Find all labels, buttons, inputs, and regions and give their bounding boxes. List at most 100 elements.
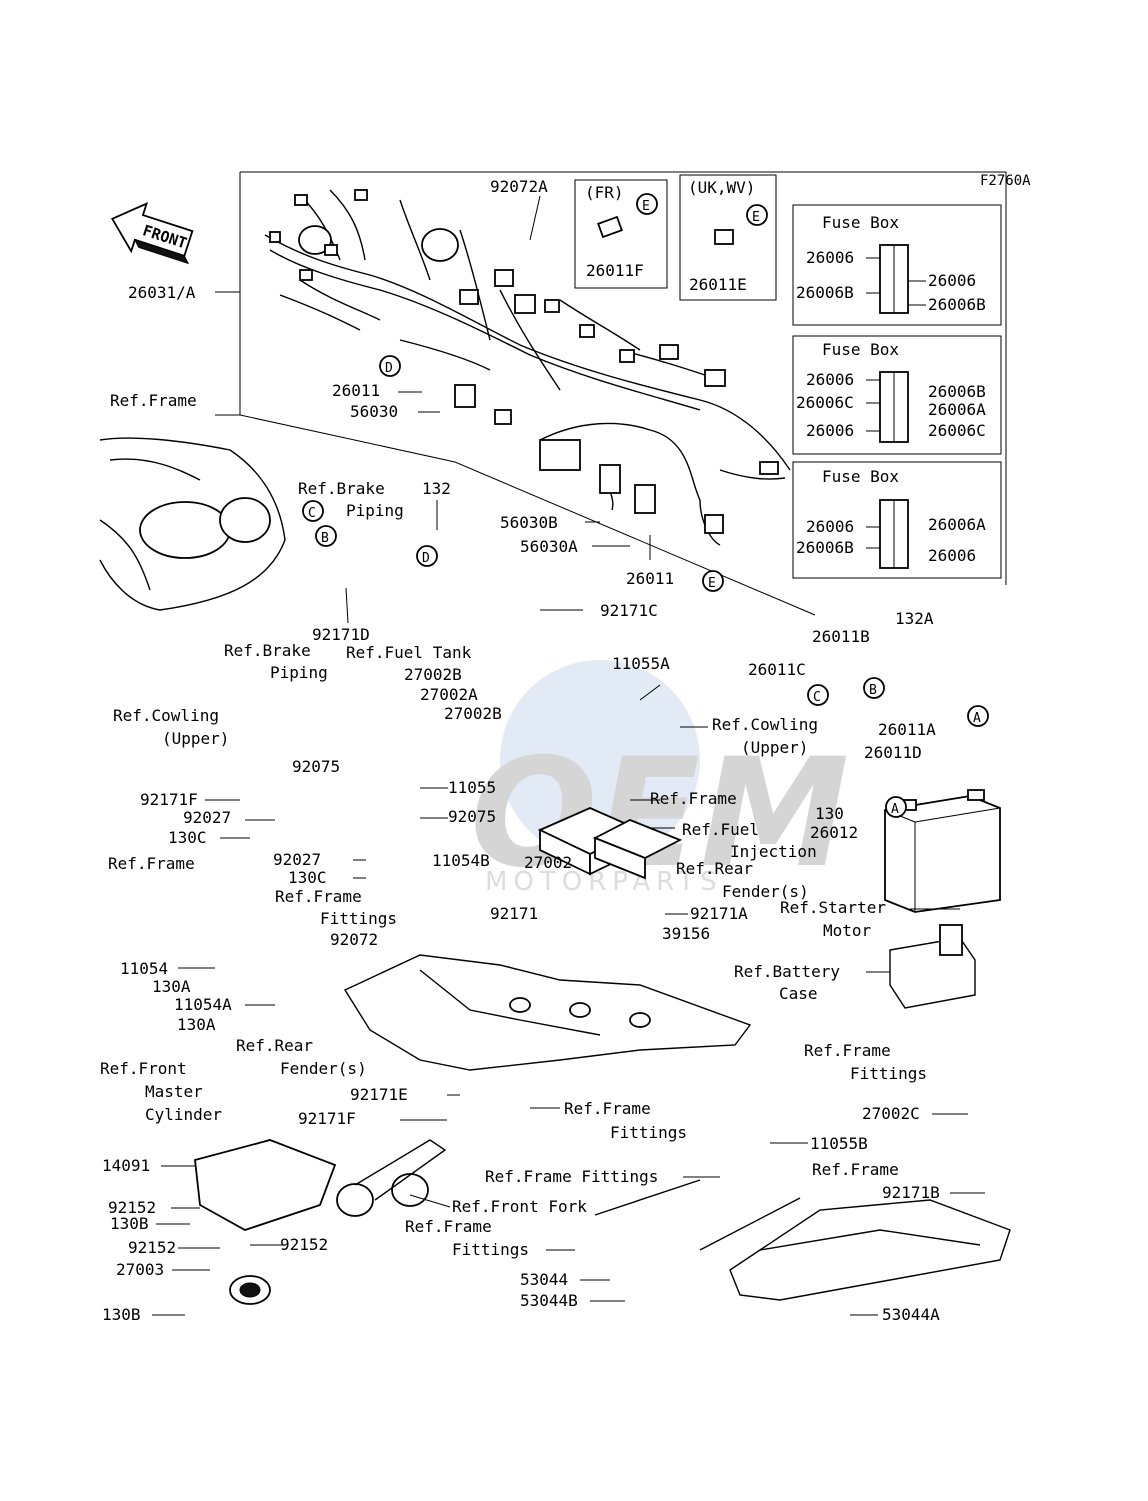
variant-uk-part: 26011E bbox=[689, 275, 747, 294]
subframe-lower-right bbox=[594, 1179, 1011, 1301]
label-11054B: 11054B bbox=[432, 851, 490, 870]
label-11055A: 11055A bbox=[612, 654, 670, 673]
ref-frame-upper-left bbox=[99, 437, 286, 611]
label-39156: 39156 bbox=[662, 924, 710, 943]
label-26011A: 26011A bbox=[878, 720, 936, 739]
label-27002C: 27002C bbox=[862, 1104, 920, 1123]
variant-uk-tag bbox=[746, 204, 768, 226]
fuse-box-1: Fuse Box 26006 26006B 26006 26006B bbox=[792, 204, 1002, 326]
fuse-box-3: Fuse Box 26006 26006B 26006A 26006 bbox=[792, 461, 1002, 579]
svg-text:E: E bbox=[708, 576, 716, 591]
label-ref-frame-3: Ref.Frame bbox=[108, 854, 195, 873]
label-ref-frame-4: Ref.Frame bbox=[812, 1160, 899, 1179]
fuse-box-2-right-2: 26006C bbox=[928, 421, 986, 440]
label-ref-rear-2a: Ref.Rear bbox=[236, 1036, 313, 1055]
svg-text:C: C bbox=[813, 690, 821, 705]
fuse-box-2-left-2: 26006 bbox=[806, 421, 854, 440]
label-92152-c: 92152 bbox=[280, 1235, 328, 1254]
label-ref-brake-2a: Ref.Brake bbox=[224, 641, 311, 660]
part-labels: 92072A 26031/A 26011 56030 56030B 56030A… bbox=[100, 177, 940, 1324]
fuse-box-1-left-0: 26006 bbox=[806, 248, 854, 267]
label-ref-brake-2b: Piping bbox=[270, 663, 328, 682]
label-ref-frame-fit-2b: Fittings bbox=[850, 1064, 927, 1083]
main-wiring-harness bbox=[264, 189, 791, 546]
svg-text:A: A bbox=[973, 711, 981, 726]
label-26011-top: 26011 bbox=[332, 381, 380, 400]
label-132A: 132A bbox=[895, 609, 934, 628]
fuse-box-1-title: Fuse Box bbox=[822, 213, 899, 232]
label-11055B: 11055B bbox=[810, 1134, 868, 1153]
label-92171B: 92171B bbox=[882, 1183, 940, 1202]
variant-fr-title: (FR) bbox=[585, 183, 624, 202]
reference-circles: C B D D E C B A A bbox=[302, 355, 989, 818]
label-92152-b: 92152 bbox=[128, 1238, 176, 1257]
label-92027-a: 92027 bbox=[183, 808, 231, 827]
label-130A-1: 130A bbox=[152, 977, 191, 996]
label-ref-rear-1b: Fender(s) bbox=[722, 882, 809, 901]
fuse-box-2-title: Fuse Box bbox=[822, 340, 899, 359]
cover-14091 bbox=[194, 1139, 337, 1231]
harness-bracket bbox=[215, 171, 1007, 616]
label-130: 130 bbox=[815, 804, 844, 823]
svg-text:D: D bbox=[422, 551, 430, 566]
label-ref-cowling-2a: Ref.Cowling bbox=[712, 715, 818, 734]
leader-lines bbox=[152, 195, 985, 1316]
fuse-box-3-right-1: 26006 bbox=[928, 546, 976, 565]
label-ref-cowling-1b: (Upper) bbox=[162, 729, 229, 748]
svg-text:A: A bbox=[891, 802, 899, 817]
fuse-box-3-left-1: 26006B bbox=[796, 538, 854, 557]
label-26031A: 26031/A bbox=[128, 283, 196, 302]
label-11055: 11055 bbox=[448, 778, 496, 797]
label-92072A: 92072A bbox=[490, 177, 548, 196]
label-56030A: 56030A bbox=[520, 537, 578, 556]
battery-case bbox=[889, 924, 976, 1009]
variant-fr-box: (FR) E 26011F bbox=[574, 179, 668, 289]
fuse-box-1-right-0: 26006 bbox=[928, 271, 976, 290]
label-ref-fuel-inj-2: Injection bbox=[730, 842, 817, 861]
label-ref-brake-1b: Piping bbox=[346, 501, 404, 520]
label-92075-b: 92075 bbox=[448, 807, 496, 826]
label-11054: 11054 bbox=[120, 959, 168, 978]
label-26011C: 26011C bbox=[748, 660, 806, 679]
label-130B-1: 130B bbox=[110, 1214, 149, 1233]
fuse-box-2-right-0: 26006B bbox=[928, 382, 986, 401]
label-92171F-2: 92171F bbox=[298, 1109, 356, 1128]
label-ref-front-fork: Ref.Front Fork bbox=[452, 1197, 587, 1216]
label-92171A: 92171A bbox=[690, 904, 748, 923]
label-ref-frame-fit-5a: Ref.Frame bbox=[405, 1217, 492, 1236]
label-ref-rear-2b: Fender(s) bbox=[280, 1059, 367, 1078]
label-ref-front-1: Ref.Front bbox=[100, 1059, 187, 1078]
label-ref-fuel-tank: Ref.Fuel Tank bbox=[346, 643, 472, 662]
label-130C-2: 130C bbox=[288, 868, 327, 887]
label-14091: 14091 bbox=[102, 1156, 150, 1175]
label-27002: 27002 bbox=[524, 853, 572, 872]
label-ref-front-2: Master bbox=[145, 1082, 203, 1101]
label-ref-frame-fit-1b: Fittings bbox=[320, 909, 397, 928]
front-fork bbox=[336, 1139, 447, 1217]
fuse-box-2-left-1: 26006C bbox=[796, 393, 854, 412]
label-56030: 56030 bbox=[350, 402, 398, 421]
label-ref-frame-fit-3a: Ref.Frame bbox=[564, 1099, 651, 1118]
label-ref-battery-2: Case bbox=[779, 984, 818, 1003]
label-26012: 26012 bbox=[810, 823, 858, 842]
fuse-box-2-left-0: 26006 bbox=[806, 370, 854, 389]
label-ref-battery-1: Ref.Battery bbox=[734, 962, 840, 981]
variant-uk-tag-letter: E bbox=[752, 210, 760, 225]
variant-fr-tag-letter: E bbox=[642, 199, 650, 214]
label-26011D: 26011D bbox=[864, 743, 922, 762]
label-56030B: 56030B bbox=[500, 513, 558, 532]
label-ref-frame-fit-3b: Fittings bbox=[610, 1123, 687, 1142]
label-130C-1: 130C bbox=[168, 828, 207, 847]
label-ref-starter-1: Ref.Starter bbox=[780, 898, 886, 917]
label-92171: 92171 bbox=[490, 904, 538, 923]
label-53044B: 53044B bbox=[520, 1291, 578, 1310]
watermark-logo: OEM bbox=[470, 727, 849, 901]
label-92171D: 92171D bbox=[312, 625, 370, 644]
label-ref-brake-1a: Ref.Brake bbox=[298, 479, 385, 498]
fuse-box-3-left-0: 26006 bbox=[806, 517, 854, 536]
variant-uk-title: (UK,WV) bbox=[688, 178, 755, 197]
label-ref-cowling-2b: (Upper) bbox=[741, 738, 808, 757]
svg-text:B: B bbox=[321, 531, 329, 546]
label-53044: 53044 bbox=[520, 1270, 568, 1289]
label-ref-frame-fit-5b: Fittings bbox=[452, 1240, 529, 1259]
